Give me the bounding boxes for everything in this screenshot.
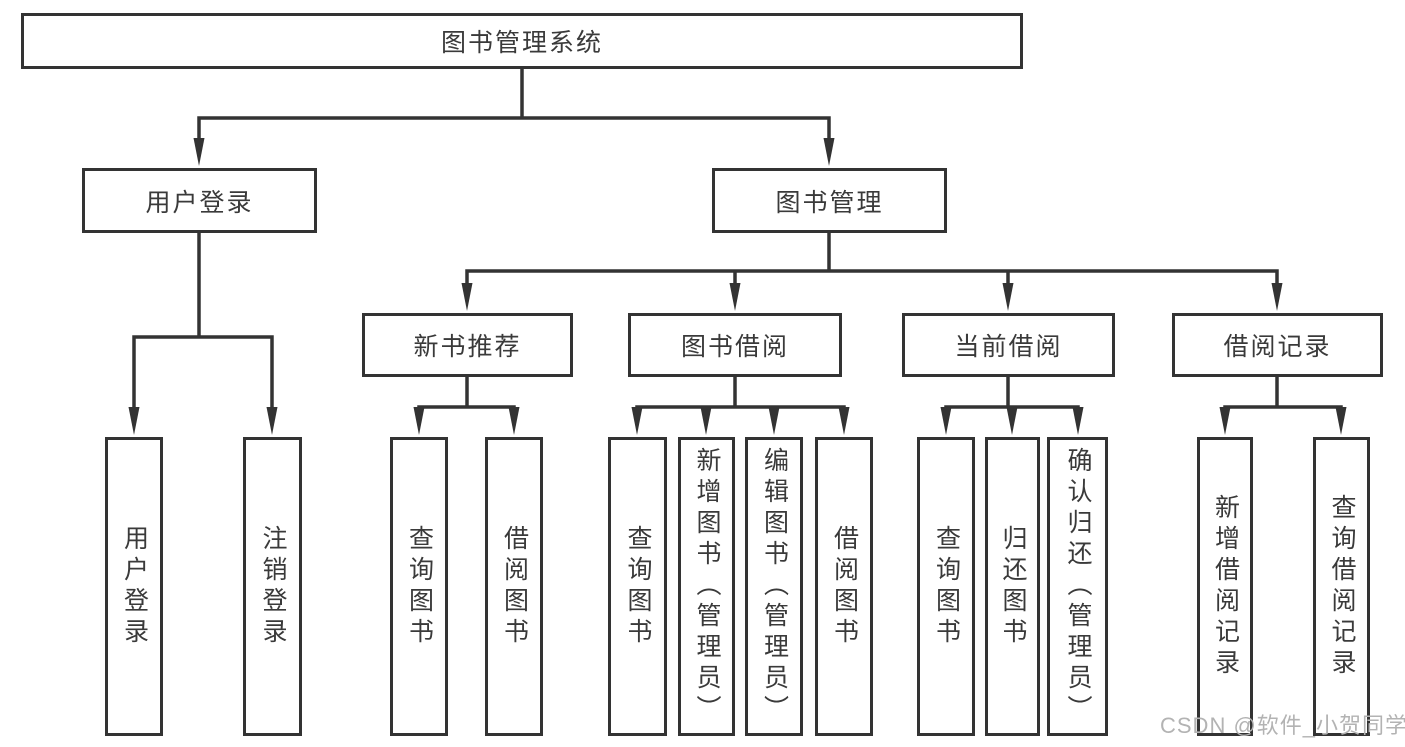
- arrow-down-icon: [193, 138, 205, 166]
- arrow-down-icon: [1072, 407, 1084, 435]
- arrow-down-icon: [1006, 407, 1018, 435]
- node-new-book-recommend: 新书推荐: [362, 313, 573, 377]
- leaf-confirm-return-admin: 确认归还（管理员）: [1047, 437, 1108, 736]
- arrow-down-icon: [266, 407, 278, 435]
- arrow-down-icon: [1002, 283, 1014, 311]
- leaf-label: 用户登录: [120, 524, 149, 649]
- arrow-down-icon: [128, 407, 140, 435]
- leaf-user-login: 用户登录: [105, 437, 163, 736]
- arrow-down-icon: [1271, 283, 1283, 311]
- leaf-query-books-1: 查询图书: [390, 437, 448, 736]
- leaf-label: 借阅图书: [500, 524, 529, 649]
- leaf-logout: 注销登录: [243, 437, 302, 736]
- leaf-label: 注销登录: [259, 524, 287, 649]
- arrow-down-icon: [838, 407, 850, 435]
- node-borrow-records: 借阅记录: [1172, 313, 1383, 377]
- leaf-borrow-books-1: 借阅图书: [485, 437, 543, 736]
- leaf-label: 查询借阅记录: [1328, 493, 1356, 680]
- leaf-add-borrow-record: 新增借阅记录: [1197, 437, 1253, 736]
- leaf-label: 查询图书: [932, 524, 961, 649]
- node-book-management: 图书管理: [712, 168, 947, 233]
- leaf-label: 新增借阅记录: [1211, 493, 1240, 680]
- leaf-query-books-2: 查询图书: [608, 437, 667, 736]
- csdn-watermark: CSDN @软件_小贺同学: [1160, 713, 1405, 738]
- leaf-query-borrow-record: 查询借阅记录: [1313, 437, 1370, 736]
- leaf-label: 归还图书: [999, 524, 1027, 649]
- node-current-borrow: 当前借阅: [902, 313, 1115, 377]
- leaf-add-book-admin: 新增图书（管理员）: [678, 437, 735, 736]
- arrow-down-icon: [508, 407, 520, 435]
- leaf-label: 查询图书: [624, 524, 652, 649]
- arrow-down-icon: [729, 283, 741, 311]
- arrow-down-icon: [823, 138, 835, 166]
- node-library-system: 图书管理系统: [21, 13, 1023, 69]
- leaf-label: 新增图书（管理员）: [693, 447, 721, 726]
- node-user-login: 用户登录: [82, 168, 317, 233]
- arrow-down-icon: [1335, 407, 1347, 435]
- leaf-label: 确认归还（管理员）: [1064, 447, 1092, 726]
- leaf-label: 借阅图书: [830, 524, 859, 649]
- arrow-down-icon: [700, 407, 712, 435]
- arrow-down-icon: [413, 407, 425, 435]
- leaf-edit-book-admin: 编辑图书（管理员）: [745, 437, 803, 736]
- node-book-borrow: 图书借阅: [628, 313, 842, 377]
- arrow-down-icon: [1219, 407, 1231, 435]
- leaf-label: 查询图书: [405, 524, 434, 649]
- leaf-query-books-3: 查询图书: [917, 437, 975, 736]
- leaf-borrow-books-2: 借阅图书: [815, 437, 873, 736]
- arrow-down-icon: [940, 407, 952, 435]
- arrow-down-icon: [461, 283, 473, 311]
- arrow-down-icons: [128, 138, 1347, 435]
- arrow-down-icon: [768, 407, 780, 435]
- arrow-down-icon: [631, 407, 643, 435]
- leaf-return-books: 归还图书: [985, 437, 1040, 736]
- leaf-label: 编辑图书（管理员）: [760, 447, 789, 726]
